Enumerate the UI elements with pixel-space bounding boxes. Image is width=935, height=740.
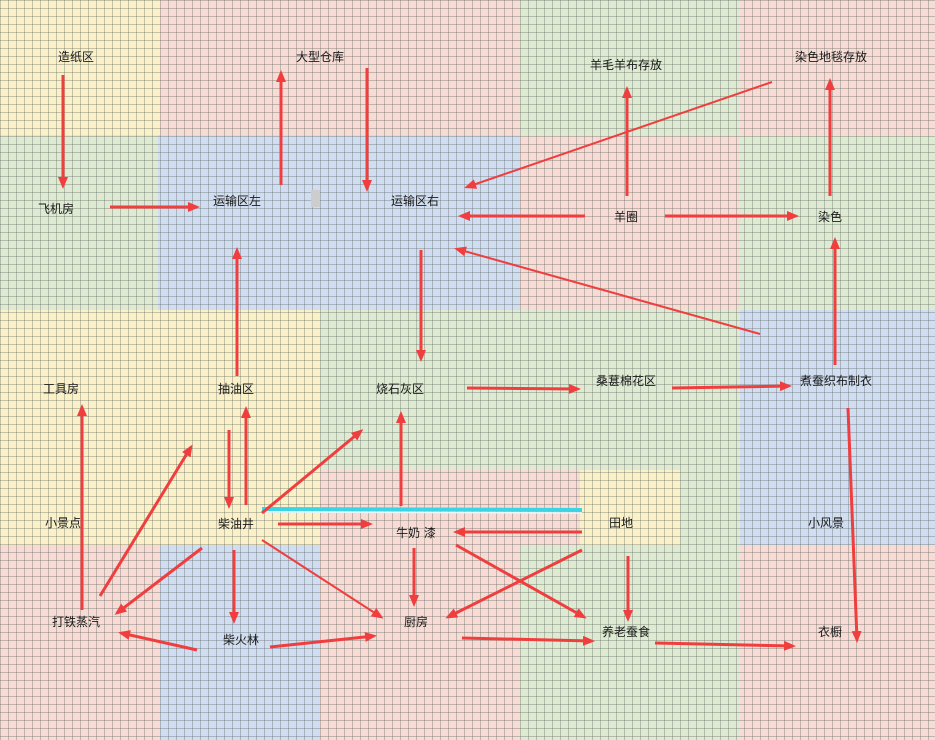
background-zone (740, 545, 935, 740)
node-kitchen: 厨房 (403, 615, 429, 629)
arrow-milk-lacquer-to-silkworm-feeding (455, 543, 587, 619)
arrow-diesel-well-to-blacksmith (114, 546, 203, 615)
background-zone (740, 310, 935, 545)
background-zone (160, 0, 520, 135)
cyan-connector-line (261, 507, 583, 512)
node-silkworm-feeding: 养老蚕食 (601, 625, 651, 639)
node-transport-zone-right: 运输区右 (390, 194, 440, 208)
node-dyeing: 染色 (817, 210, 843, 224)
arrow-kitchen-to-silkworm-feeding (461, 635, 595, 646)
gray-marker (311, 190, 320, 207)
background-zone (160, 545, 320, 740)
node-silk-weaving-tailoring: 煮蚕织布制衣 (799, 374, 873, 388)
node-wool-cloth-storage: 羊毛羊布存放 (589, 58, 663, 72)
arrow-silk-weaving-to-wardrobe (846, 407, 862, 643)
background-zone (740, 0, 935, 135)
node-small-scenic-spot: 小景点 (44, 516, 82, 530)
background-zone (740, 135, 935, 310)
arrow-lime-kiln-to-mulberry-cotton (466, 383, 581, 394)
node-farmland: 田地 (608, 516, 634, 530)
arrow-farmland-to-kitchen (445, 548, 583, 619)
node-firewood-forest: 柴火林 (222, 633, 260, 647)
node-transport-zone-left: 运输区左 (212, 194, 262, 208)
arrow-mulberry-cotton-to-silk-weaving (671, 381, 792, 392)
background-zone (520, 545, 740, 740)
node-wardrobe: 衣橱 (817, 625, 843, 639)
node-tool-room: 工具房 (42, 382, 80, 396)
node-sheep-pen: 羊圈 (613, 210, 639, 224)
background-zone (0, 545, 160, 740)
arrow-carpet-storage-to-transport-right (464, 81, 773, 189)
cyan-connector-highlight (261, 511, 583, 514)
node-paper-making-zone: 造纸区 (57, 50, 95, 64)
arrow-firewood-forest-to-blacksmith (118, 630, 198, 652)
node-milk-lacquer: 牛奶 漆 (396, 526, 436, 540)
arrow-diesel-well-to-kitchen (261, 539, 384, 619)
arrow-firewood-forest-to-kitchen (269, 631, 377, 649)
node-lime-kiln-zone: 烧石灰区 (375, 382, 425, 396)
arrow-blacksmith-to-oil-extraction (98, 444, 193, 597)
arrow-silk-weaving-to-transport-right (454, 246, 761, 335)
node-mulberry-cotton-zone: 桑葚棉花区 (595, 374, 657, 388)
node-blacksmith-steam: 打铁蒸汽 (51, 615, 101, 629)
background-zone (520, 135, 740, 310)
background-zone (0, 310, 320, 470)
node-large-warehouse: 大型仓库 (295, 50, 345, 64)
node-small-scenery: 小风景 (807, 516, 845, 530)
node-dyed-carpet-storage: 染色地毯存放 (794, 50, 868, 64)
background-zone (0, 0, 160, 135)
background-zone (580, 470, 680, 545)
background-zone (0, 135, 158, 310)
background-zone (680, 470, 740, 545)
node-diesel-well: 柴油井 (217, 517, 255, 531)
arrow-silkworm-feeding-to-wardrobe (654, 640, 796, 651)
background-zone (158, 135, 520, 310)
background-zone (520, 0, 740, 135)
arrow-diesel-well-to-lime-kiln (261, 429, 364, 515)
node-aircraft-hangar: 飞机房 (37, 202, 75, 216)
background-zone (320, 545, 520, 740)
node-oil-extraction-zone: 抽油区 (217, 382, 255, 396)
